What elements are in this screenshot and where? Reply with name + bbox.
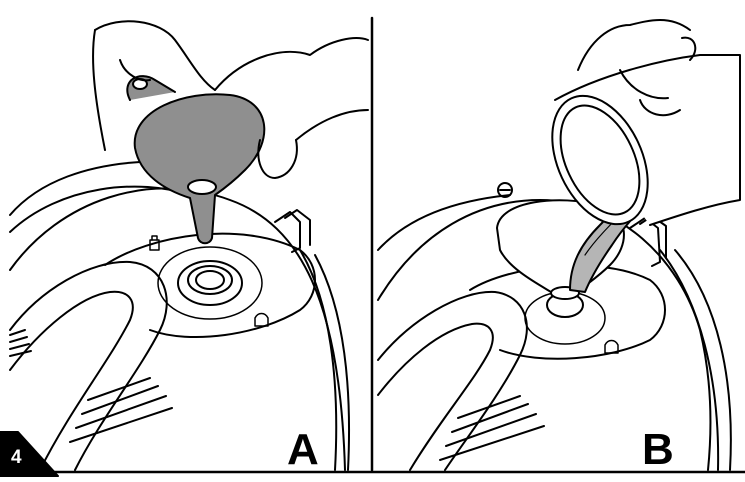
panel-b-illustration bbox=[377, 19, 741, 471]
step-number: 4 bbox=[11, 447, 22, 468]
panel-b-label: B bbox=[642, 425, 674, 474]
panel-a-label: A bbox=[287, 425, 319, 474]
panel-a-illustration bbox=[9, 20, 369, 471]
step-badge bbox=[0, 431, 59, 477]
